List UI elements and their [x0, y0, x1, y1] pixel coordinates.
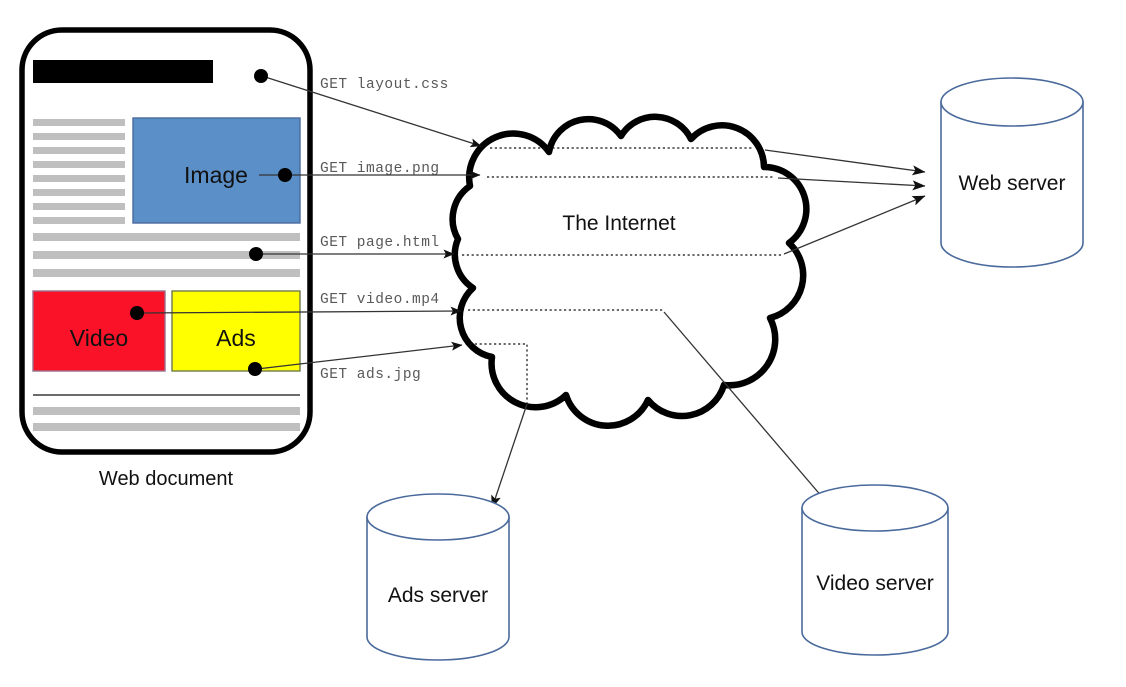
video-server-top	[801, 484, 949, 532]
ads-server-top	[366, 493, 510, 541]
transit-ads-jpg	[470, 343, 528, 404]
dot-image-png	[278, 168, 292, 182]
get-label-video-mp4: GET video.mp4	[320, 292, 440, 308]
ads-block[interactable]: Ads	[171, 290, 301, 372]
cloud-label: The Internet	[562, 212, 675, 235]
video-server-body	[801, 507, 949, 656]
request-arrows	[139, 75, 482, 370]
arrow-video-mp4	[139, 306, 462, 316]
web-server-top	[940, 77, 1084, 127]
dot-ads-jpg	[248, 362, 262, 376]
video-block[interactable]: Video	[32, 290, 166, 372]
ads-block-rect	[171, 290, 301, 372]
video-block-label: Video	[70, 325, 128, 351]
dot-video-mp4	[130, 306, 144, 320]
dot-layout-css	[254, 69, 268, 83]
request-anchor-dots	[130, 69, 292, 376]
arrow-to-web-server-1	[764, 149, 926, 176]
cloud-transit-paths	[462, 147, 783, 404]
video-server[interactable]: Video server	[801, 484, 949, 656]
ads-server-label: Ads server	[388, 584, 488, 607]
video-server-label: Video server	[816, 572, 934, 595]
arrow-to-web-server-3	[783, 195, 926, 255]
get-label-image-png: GET image.png	[320, 161, 440, 177]
web-server[interactable]: Web server	[940, 77, 1084, 268]
ads-server-body	[366, 516, 510, 661]
document-headline-bar	[33, 60, 213, 83]
web-document[interactable]: Image Video Ads Web document	[19, 27, 313, 490]
ads-block-label: Ads	[216, 325, 256, 351]
dot-page-html	[249, 247, 263, 261]
get-label-layout-css: GET layout.css	[320, 77, 449, 93]
arrow-to-video-server	[663, 311, 830, 506]
arrow-layout-css	[261, 75, 482, 148]
cloud-shape	[449, 113, 810, 429]
arrow-ads-jpg	[256, 341, 463, 370]
image-block-label: Image	[184, 162, 248, 188]
document-text-lines-wide	[33, 233, 300, 277]
web-document-caption: Web document	[99, 468, 234, 490]
internet-cloud[interactable]: The Internet	[449, 113, 810, 429]
ads-server[interactable]: Ads server	[366, 493, 510, 661]
video-block-rect	[32, 290, 166, 372]
get-label-page-html: GET page.html	[320, 235, 440, 251]
image-block[interactable]: Image	[132, 117, 301, 224]
document-text-lines-footer	[33, 407, 300, 431]
web-server-label: Web server	[959, 172, 1066, 195]
get-label-ads-jpg: GET ads.jpg	[320, 367, 421, 383]
arrow-to-web-server-2	[777, 177, 926, 191]
arrow-to-ads-server	[491, 403, 528, 509]
web-server-body	[940, 101, 1084, 268]
server-arrows	[491, 149, 926, 509]
image-block-rect	[132, 117, 301, 224]
document-text-lines-left	[33, 119, 125, 224]
